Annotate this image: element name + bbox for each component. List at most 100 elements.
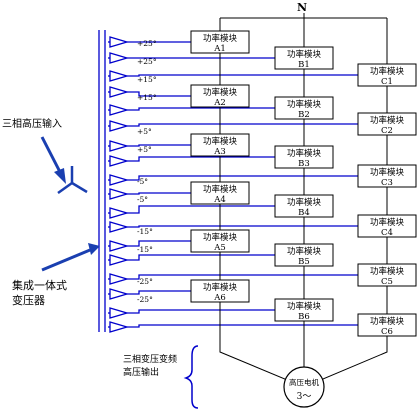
motor: 高压电机 3～ — [283, 366, 325, 408]
module-id: A2 — [213, 98, 226, 108]
module-title: 功率模块 — [370, 167, 405, 178]
input-arrow-icon — [40, 136, 66, 184]
secondary-winding-icon — [108, 36, 130, 48]
module-title: 功率模块 — [370, 266, 405, 277]
module-id: A3 — [213, 147, 226, 157]
primary-winding-star-icon — [57, 166, 88, 195]
secondary-winding-icon — [108, 307, 130, 319]
phase-angle-label: -5° — [137, 177, 148, 186]
secondary-winding-icon — [108, 240, 130, 252]
secondary-winding-icon — [108, 155, 130, 167]
phase-angle-label: -5° — [137, 195, 148, 204]
phase-angle-label: +5° — [137, 145, 152, 154]
module-title: 功率模块 — [370, 316, 405, 327]
secondary-winding-icon — [108, 70, 130, 82]
motor-label: 高压电机 — [289, 377, 319, 387]
secondary-winding-icon — [108, 321, 130, 333]
secondary-winding-icon — [108, 140, 130, 152]
module-id: A1 — [213, 44, 226, 54]
module-title: 功率模块 — [370, 115, 405, 126]
output-label-line2: 高压输出 — [123, 368, 160, 378]
module-title: 功率模块 — [287, 49, 322, 60]
motor-symbol — [283, 366, 325, 408]
phase-angle-label: +15° — [137, 75, 157, 84]
module-id: C1 — [381, 77, 393, 87]
module-id: B3 — [298, 159, 310, 169]
secondary-winding-icon — [108, 221, 130, 233]
module-id: C5 — [381, 277, 393, 287]
neutral-label: N — [297, 1, 307, 14]
module-id: C6 — [381, 327, 393, 337]
phase-angle-label: +25° — [137, 39, 157, 48]
module-title: 功率模块 — [287, 99, 322, 110]
secondary-winding-icon — [108, 174, 130, 186]
module-id: B4 — [298, 208, 310, 218]
module-id: C2 — [381, 126, 393, 136]
phase-angle-label: -25° — [137, 295, 153, 304]
phase-angle-label: +5° — [137, 127, 152, 136]
module-title: 功率模块 — [203, 184, 238, 195]
module-id: B5 — [298, 257, 310, 267]
module-id: B2 — [298, 110, 310, 120]
output-brace — [183, 345, 199, 409]
transformer-label-line2: 变压器 — [12, 294, 45, 307]
secondary-winding-icon — [108, 288, 130, 300]
secondary-winding-icon — [108, 52, 130, 64]
module-title: 功率模块 — [287, 246, 322, 257]
module-id: A6 — [213, 293, 226, 303]
secondary-winding-icon — [108, 254, 130, 266]
secondary-winding-icon — [108, 207, 130, 219]
module-id: A5 — [213, 243, 226, 253]
module-title: 功率模块 — [203, 282, 238, 293]
output-label-line1: 三相变压变频 — [123, 355, 178, 365]
module-title: 功率模块 — [370, 217, 405, 228]
module-id: C4 — [381, 228, 393, 238]
secondary-winding-icon — [108, 188, 130, 200]
module-title: 功率模块 — [203, 136, 238, 147]
transformer-core — [98, 30, 106, 332]
module-title: 功率模块 — [203, 33, 238, 44]
transformer-arrow-icon — [41, 243, 100, 272]
module-title: 功率模块 — [287, 197, 322, 208]
phase-angle-label: -15° — [137, 245, 153, 254]
module-title: 功率模块 — [287, 301, 322, 312]
phase-angle-label: -25° — [137, 277, 153, 286]
secondary-winding-icon — [108, 104, 130, 116]
module-id: A4 — [213, 195, 226, 205]
module-title: 功率模块 — [287, 148, 322, 159]
module-title: 功率模块 — [203, 232, 238, 243]
module-title: 功率模块 — [203, 87, 238, 98]
phase-angle-label: +15° — [137, 93, 157, 102]
input-label: 三相高压输入 — [2, 119, 62, 130]
transformer-label-line1: 集成一体式 — [12, 279, 67, 292]
module-id: B1 — [298, 60, 310, 70]
phase-angle-label: +25° — [137, 57, 157, 66]
secondary-winding-icon — [108, 273, 130, 285]
module-title: 功率模块 — [370, 66, 405, 77]
secondary-winding-icon — [108, 86, 130, 98]
secondary-winding-icon — [108, 120, 130, 132]
module-id: C3 — [381, 178, 393, 188]
phase-angle-label: -15° — [137, 227, 153, 236]
module-id: B6 — [298, 312, 310, 322]
motor-phase: 3～ — [297, 392, 312, 402]
